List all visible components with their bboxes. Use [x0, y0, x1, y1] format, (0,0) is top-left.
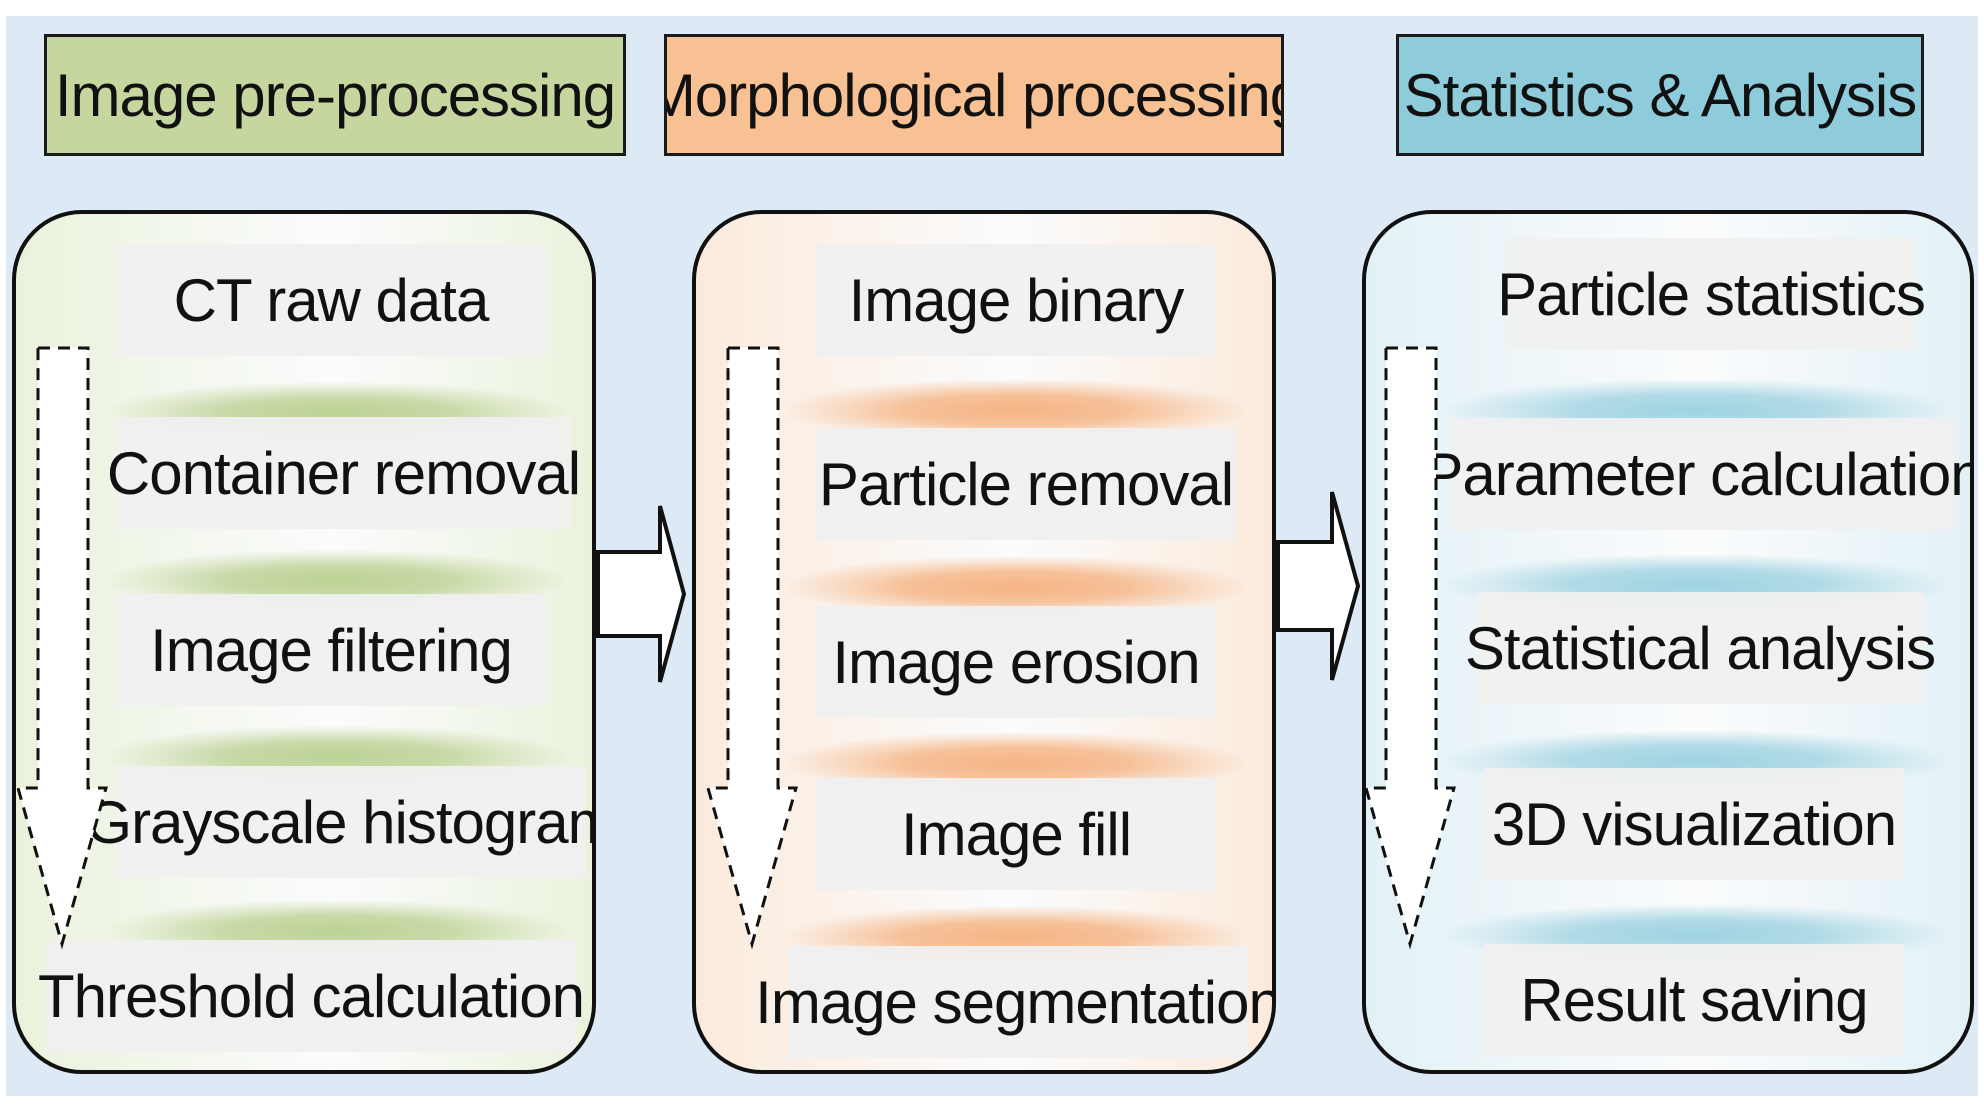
stage-panel-statistics: Particle statistics Parameter calculatio… [1362, 210, 1974, 1074]
right-arrow-icon [596, 505, 687, 683]
arrows-overlay [16, 346, 1456, 950]
dashed-down-arrow-icon [1364, 346, 1456, 950]
right-arrow-icon [1276, 491, 1361, 681]
stage-header-statistics: Statistics & Analysis [1396, 34, 1924, 156]
stage-title: Statistics & Analysis [1403, 61, 1918, 129]
flowchart-canvas: Image pre-processing Morphological proce… [6, 16, 1978, 1096]
stage-panel-preprocessing: CT raw data Container removal Image filt… [12, 210, 596, 1074]
step-particle-statistics: Particle statistics [1497, 238, 1926, 350]
step-result-saving: Result saving [1484, 944, 1904, 1056]
step-parameter-calculation: Parameter calculation [1423, 418, 1970, 530]
stage-title: Morphological processing [664, 61, 1284, 129]
step-image-erosion: Image erosion [816, 606, 1216, 718]
dashed-down-arrow-icon [706, 346, 798, 950]
step-image-segmentation: Image segmentation [755, 946, 1272, 1058]
step-statistical-analysis: Statistical analysis [1465, 592, 1936, 704]
step-ct-raw-data: CT raw data [116, 244, 546, 356]
step-image-filtering: Image filtering [116, 594, 546, 706]
stage-panel-morphological: Image binary Particle removal Image eros… [692, 210, 1276, 1074]
step-image-fill: Image fill [816, 778, 1216, 890]
step-3d-visualization: 3D visualization [1484, 768, 1904, 880]
stage-header-preprocessing: Image pre-processing [44, 34, 626, 156]
step-container-removal: Container removal [107, 417, 581, 529]
step-grayscale-histogram: Grayscale histogram [85, 766, 592, 878]
stage-header-morphological: Morphological processing [664, 34, 1284, 156]
step-image-binary: Image binary [816, 244, 1216, 356]
step-particle-removal: Particle removal [816, 428, 1236, 540]
dashed-down-arrow-icon [16, 346, 108, 950]
step-threshold-calculation: Threshold calculation [38, 940, 585, 1052]
stage-title: Image pre-processing [54, 61, 616, 129]
